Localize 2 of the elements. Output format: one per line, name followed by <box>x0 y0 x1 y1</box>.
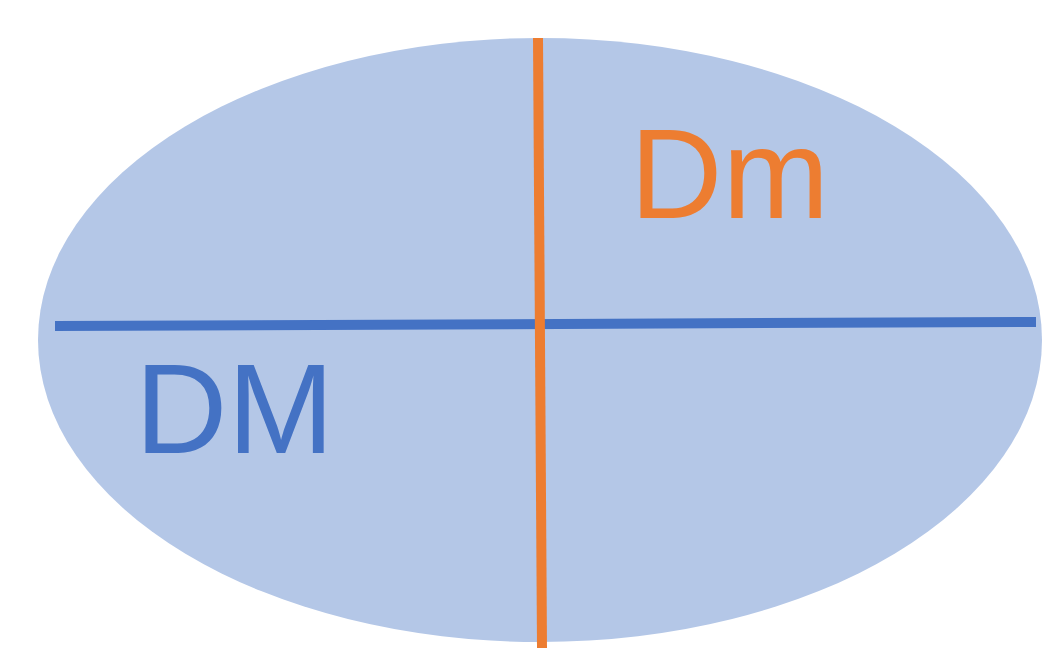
dimension-label: DM <box>135 345 335 473</box>
dimension-label: Dm <box>630 110 830 238</box>
